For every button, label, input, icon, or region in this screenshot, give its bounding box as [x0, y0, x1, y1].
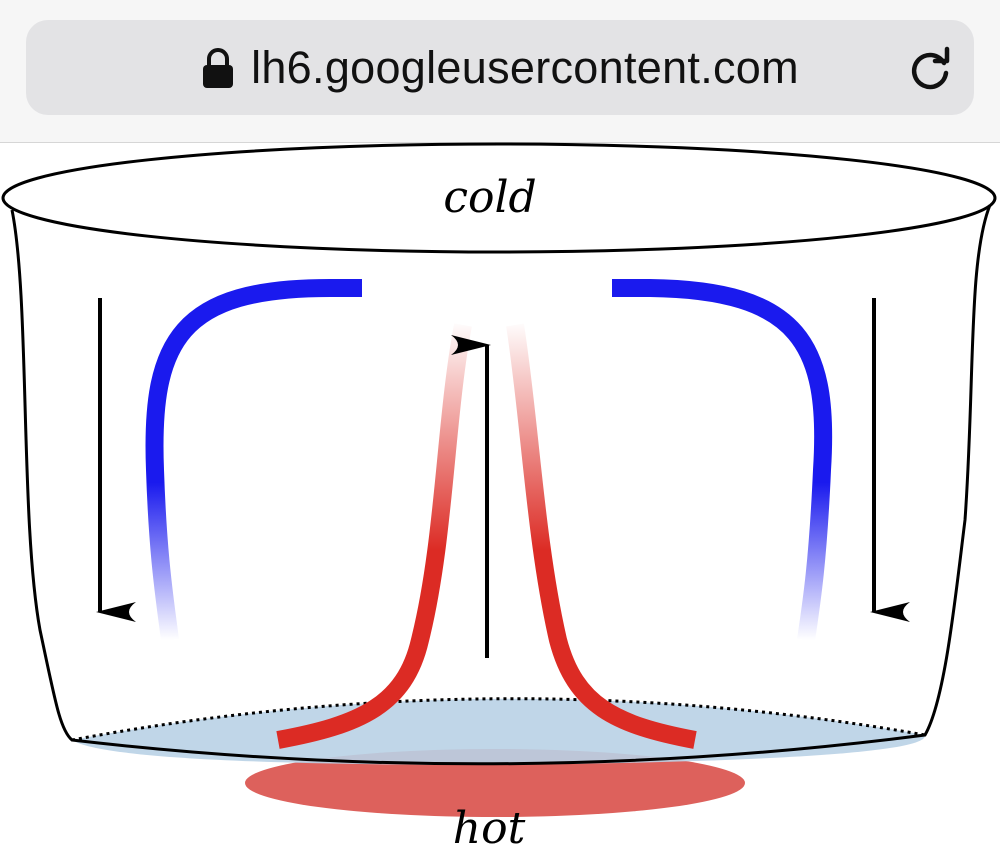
pot-outline — [10, 204, 992, 766]
url-text: lh6.googleusercontent.com — [251, 41, 799, 93]
browser-toolbar: lh6.googleusercontent.com — [0, 0, 1000, 143]
pot-base-dotted-edge — [71, 697, 926, 742]
address-bar-content: lh6.googleusercontent.com — [26, 20, 974, 115]
cold-flow-right — [612, 279, 833, 642]
convection-diagram: cold hot — [1, 142, 997, 854]
diagram-area: cold hot — [0, 142, 1000, 864]
pot-rim — [1, 142, 997, 254]
cold-flow-left — [145, 279, 362, 642]
hot-flow-right — [506, 323, 697, 749]
address-bar[interactable]: lh6.googleusercontent.com — [26, 20, 974, 115]
lock-icon — [203, 47, 234, 88]
pot-base-fill — [72, 698, 926, 765]
cold-label: cold — [443, 172, 536, 223]
heat-source — [245, 749, 745, 817]
hot-label: hot — [453, 803, 526, 854]
hot-flow-left — [276, 323, 472, 749]
reload-icon[interactable] — [906, 45, 954, 93]
